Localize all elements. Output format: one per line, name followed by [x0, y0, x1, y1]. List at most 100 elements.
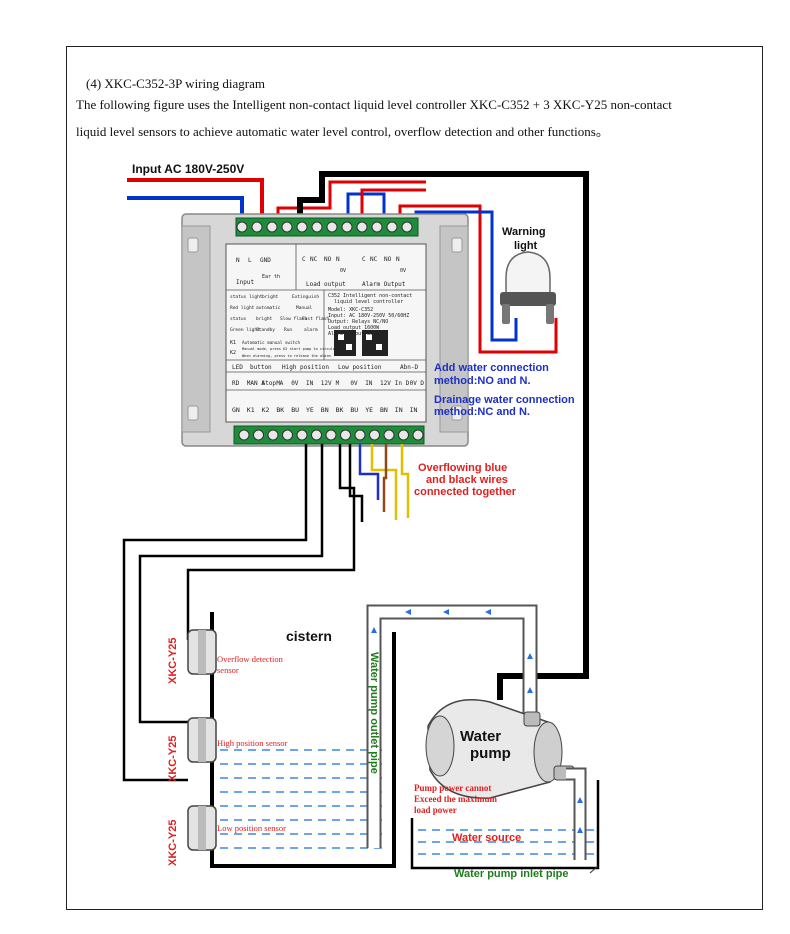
top-terminal-screw [296, 221, 308, 233]
cistern-water-lines [220, 749, 382, 849]
cistern-label: cistern [286, 628, 332, 644]
status-row-1-c: Extinguish [292, 294, 319, 300]
status-row-4-d: alarm [304, 327, 318, 333]
flow-arrow [443, 609, 449, 615]
bottom-terminal-code: BN [380, 406, 388, 414]
k1-text: Automatic manual switch [242, 340, 300, 345]
bottom-terminal-function: 0V [350, 380, 358, 387]
bottom-terminal-screw [238, 429, 250, 441]
flow-arrow [527, 687, 533, 693]
bottom-terminal-function: IN [365, 380, 373, 387]
alarm-output-label: Alarm Output [362, 281, 406, 288]
relay-nc-1: NC [310, 256, 318, 263]
input-label: Input [236, 279, 254, 286]
k1-label: K1 [230, 340, 236, 346]
bottom-terminal-screw [267, 429, 279, 441]
warning-light-label-2: light [514, 240, 538, 252]
top-terminal-screws [236, 221, 413, 233]
spec-model: Model: XKC-C352 [328, 307, 373, 313]
bottom-terminal-code: IN [395, 406, 403, 414]
top-terminal-screw [326, 221, 338, 233]
sensor-wire-yellow-2 [400, 444, 410, 518]
bottom-terminal-screw [398, 429, 409, 441]
bottom-terminal-code: GN [232, 406, 240, 414]
status-row-2-b: automatic [256, 305, 281, 311]
top-terminal-screw [386, 221, 398, 233]
term-gnd: GND [260, 257, 271, 264]
water-pump [425, 698, 575, 799]
bottom-terminal-code: BK [276, 406, 284, 414]
bottom-terminal-screw [253, 429, 264, 441]
top-terminal-screw [356, 221, 368, 233]
top-terminal-screw [371, 221, 383, 233]
sensor-wire-yellow-1 [370, 444, 398, 520]
spec-output: Output: Relays NC/NO [328, 319, 388, 325]
controller-unit [181, 213, 469, 447]
status-row-3-d: Fast flash [302, 316, 329, 322]
bottom-header-high: High position [282, 364, 329, 371]
warning-wire-red [398, 204, 558, 354]
status-row-3-c: Slow flash [280, 316, 307, 322]
pump-power-line-3: load power [414, 805, 457, 815]
water-source-label: Water source [452, 832, 521, 844]
sensor-model-overflow: XKC-Y25 [167, 638, 179, 684]
status-row-1-a: status light [230, 294, 263, 300]
warning-light-label-1: Warning [502, 226, 546, 238]
bottom-header-low: Low position [338, 364, 382, 371]
drain-line-2: method:NC and N. [434, 406, 530, 418]
high-sensor-label: High position sensor [217, 738, 288, 748]
bottom-terminal-screw [412, 429, 424, 441]
flow-arrow [405, 609, 411, 615]
overflow-sensor-line-2: sensor [217, 665, 239, 675]
sensor-model-high: XKC-Y25 [167, 736, 179, 782]
flow-arrow [527, 653, 533, 659]
term-n: N [236, 257, 240, 264]
status-row-1-b: bright [262, 294, 279, 300]
status-row-3-b: bright [256, 316, 273, 322]
top-terminal-screw [236, 221, 248, 233]
inlet-pipe [566, 767, 587, 860]
bottom-terminal-function: 0V [291, 380, 299, 387]
load-wire-black [297, 171, 589, 700]
earth-label: Ear th [262, 274, 280, 280]
bottom-terminal-function: M [336, 380, 340, 387]
bottom-terminal-function: IN [306, 380, 314, 387]
spec-load: Load output 1600W [328, 325, 380, 331]
bottom-terminal-function: MAN A [247, 380, 265, 387]
bottom-terminal-code: BK [336, 406, 344, 414]
top-terminal-screw [266, 221, 278, 233]
top-terminal-screw [281, 221, 293, 233]
bottom-header-led: LED [232, 364, 243, 371]
bottom-terminal-screw [369, 429, 380, 441]
flow-arrow [485, 609, 491, 615]
k2-label: K2 [230, 350, 236, 356]
inlet-flow-arrows [577, 797, 583, 833]
spec-alarm: Alarm output 800W [328, 331, 380, 337]
add-water-line-1: Add water connection [434, 362, 549, 374]
k2-text-2: When alarming, press to release the alar… [242, 354, 331, 358]
overflow-wires-line-1: Overflowing blue [418, 462, 507, 474]
bottom-terminal-function: 12V [380, 380, 391, 387]
intro-line-1: The following figure uses the Intelligen… [76, 97, 672, 112]
bottom-header-button: button [250, 364, 272, 371]
product-line-2: liquid level controller [334, 299, 403, 305]
sensor-wire-blue [358, 444, 380, 500]
relay-no-1: NO [324, 256, 332, 263]
status-row-2-c: Manual [296, 305, 313, 311]
relay-no-2: NO [384, 256, 392, 263]
outlet-pipe-label: Water pump outlet pipe [368, 652, 380, 774]
spec-input: Input: AC 180V-250V 50/60HZ [328, 313, 409, 319]
relay-voltage-2: 0V [400, 268, 406, 274]
drain-line-1: Drainage water connection [434, 394, 575, 406]
bottom-header-abn: Abn-D [400, 364, 418, 371]
relay-voltage-1: 0V [340, 268, 346, 274]
status-row-4-a: Green light [230, 327, 260, 333]
sensor-model-low: XKC-Y25 [167, 820, 179, 866]
sensor-overflow [187, 629, 217, 675]
bottom-terminal-code: BU [350, 406, 358, 414]
status-row-2-a: Red light [230, 305, 255, 311]
top-terminal-screw [341, 221, 353, 233]
status-row-4-b: Standby [256, 327, 275, 333]
